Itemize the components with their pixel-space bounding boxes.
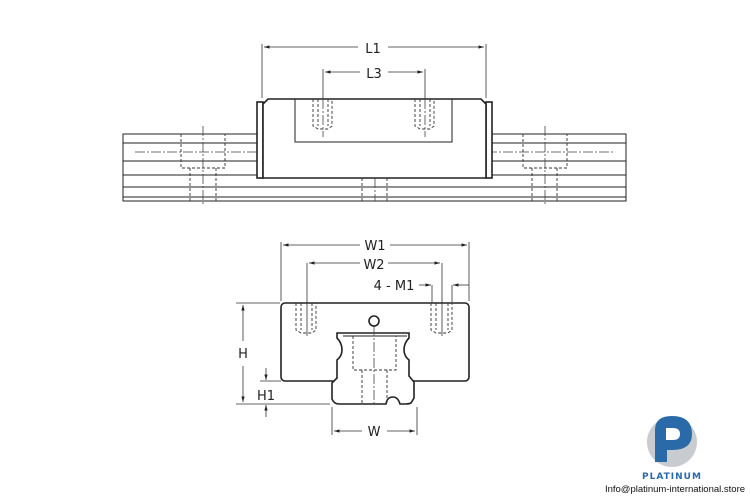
logo-email: Info@platinum-international.store (605, 484, 745, 495)
dimension-W1: W1 (280, 239, 470, 301)
label-L1: L1 (365, 42, 381, 57)
carriage-block (256, 98, 493, 179)
dimension-H: H (236, 302, 330, 405)
label-M1: 4 - M1 (374, 279, 415, 294)
dimension-W2: W2 (309, 258, 440, 273)
platinum-logo: PLATINUM Info@platinum-international.sto… (605, 416, 745, 495)
label-H: H (238, 347, 248, 362)
label-W2: W2 (363, 258, 384, 273)
label-W: W (368, 425, 381, 440)
label-W1: W1 (364, 239, 385, 254)
dimension-L3: L3 (322, 67, 426, 99)
top-view: L1 L3 (122, 42, 627, 205)
dimension-M1: 4 - M1 (374, 279, 469, 302)
rail-side (122, 133, 627, 202)
section-view: W1 W2 4 - M1 H H1 (236, 239, 470, 440)
dimension-H1: H1 (257, 368, 281, 417)
rail-bolt-holes (180, 126, 568, 205)
logo-brand: PLATINUM (642, 472, 702, 482)
grease-nipple (368, 315, 380, 327)
label-L3: L3 (366, 67, 382, 82)
dimension-W: W (331, 407, 418, 440)
dimension-L1: L1 (261, 42, 487, 98)
label-H1: H1 (257, 389, 275, 404)
rail-section (331, 332, 415, 405)
